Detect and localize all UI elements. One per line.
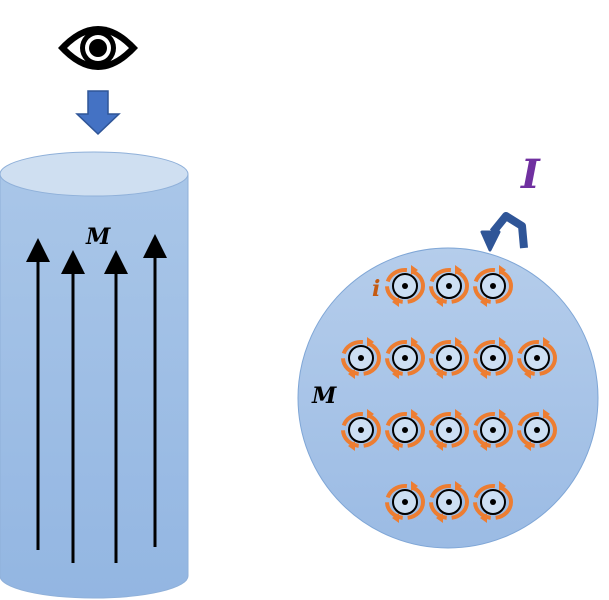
dot-in-circle-icon <box>341 409 381 451</box>
dot-in-circle-icon <box>473 265 513 307</box>
magnetization-arrows <box>26 234 167 563</box>
surface-current-label: I <box>520 151 541 198</box>
eye-icon <box>58 26 138 70</box>
dot-in-circle-icon <box>473 337 513 379</box>
dot-in-circle-icon <box>385 409 425 451</box>
dot-in-circle-icon <box>429 265 469 307</box>
cylinder-magnetization-label: M <box>85 224 111 250</box>
dot-in-circle-icon <box>517 409 557 451</box>
disk-magnetization-label: M <box>311 383 337 409</box>
curved-arrow-icon <box>480 212 528 252</box>
dot-in-circle-icon <box>429 409 469 451</box>
dot-in-circle-icon <box>385 481 425 523</box>
dot-in-circle-icon <box>385 265 425 307</box>
dot-in-circle-icon <box>517 337 557 379</box>
bound-current-label: i <box>372 276 380 302</box>
arrow-down-icon <box>75 90 121 136</box>
magnetized-disk <box>297 247 599 549</box>
dot-in-circle-icon <box>429 337 469 379</box>
dot-in-circle-icon <box>473 481 513 523</box>
dot-in-circle-icon <box>429 481 469 523</box>
cylinder-top-face <box>0 151 189 197</box>
dot-in-circle-icon <box>473 409 513 451</box>
dot-in-circle-icon <box>341 337 381 379</box>
dot-in-circle-icon <box>385 337 425 379</box>
current-loops <box>341 265 557 523</box>
magnetized-cylinder <box>0 151 189 599</box>
